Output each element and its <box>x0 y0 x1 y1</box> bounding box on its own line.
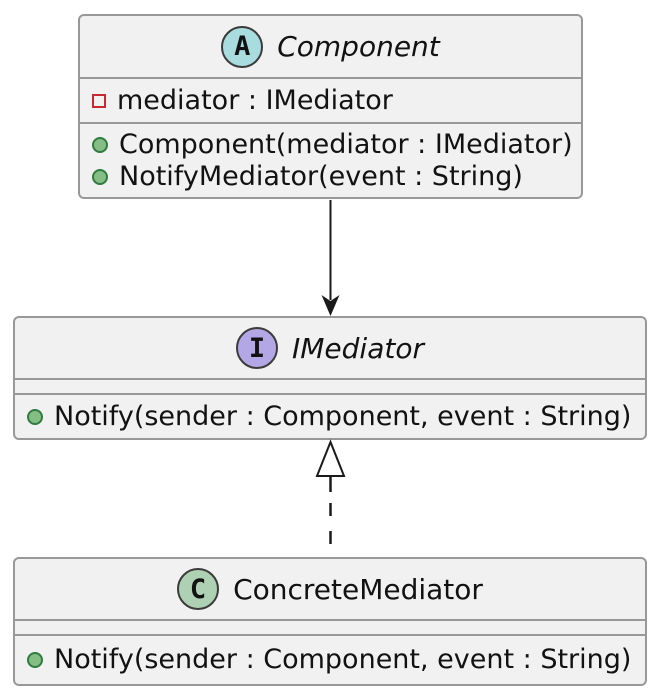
public-visibility-icon <box>27 408 43 425</box>
field-text: mediator : IMediator <box>117 84 393 116</box>
class-box-concretemediator: C ConcreteMediator Notify(sender : Compo… <box>13 557 647 686</box>
methods-compartment: Notify(sender : Component, event : Strin… <box>15 634 645 684</box>
public-visibility-icon <box>92 168 108 185</box>
filled-arrowhead-icon <box>321 295 340 316</box>
interface-icon: I <box>236 327 278 369</box>
class-icon: C <box>177 568 220 610</box>
interface-letter: I <box>248 332 266 364</box>
method-text: Notify(sender : Component, event : Strin… <box>54 644 632 675</box>
class-title-concretemediator: C ConcreteMediator <box>15 559 645 619</box>
method-row: NotifyMediator(event : String) <box>80 161 581 193</box>
method-text: NotifyMediator(event : String) <box>119 160 523 192</box>
public-visibility-icon <box>92 136 108 153</box>
class-box-component: A Component mediator : IMediator Compone… <box>78 14 583 199</box>
hollow-triangle-icon <box>315 439 346 477</box>
fields-compartment-empty <box>15 378 645 393</box>
method-row: Notify(sender : Component, event : Strin… <box>15 401 645 433</box>
fields-compartment: mediator : IMediator <box>80 77 581 122</box>
method-text: Notify(sender : Component, event : Strin… <box>54 400 632 432</box>
method-row: Component(mediator : IMediator) <box>80 129 581 161</box>
realization-arrow-concretemediator-to-imediator <box>315 439 346 556</box>
private-visibility-icon <box>92 93 106 108</box>
association-arrow-component-to-imediator <box>321 200 340 316</box>
class-name: Component <box>277 30 440 63</box>
methods-compartment: Notify(sender : Component, event : Strin… <box>15 393 645 438</box>
class-letter: C <box>189 573 207 605</box>
fields-compartment-empty <box>15 619 645 634</box>
class-title-component: A Component <box>80 16 581 77</box>
class-box-imediator: I IMediator Notify(sender : Component, e… <box>13 316 647 440</box>
abstract-letter: A <box>234 31 251 62</box>
abstract-class-icon: A <box>221 25 264 68</box>
class-title-imediator: I IMediator <box>15 318 645 378</box>
class-name: IMediator <box>292 331 424 365</box>
field-row: mediator : IMediator <box>80 85 581 117</box>
method-text: Component(mediator : IMediator) <box>119 128 573 160</box>
public-visibility-icon <box>27 652 43 668</box>
method-row: Notify(sender : Component, event : Strin… <box>15 644 645 676</box>
class-name: ConcreteMediator <box>233 572 483 606</box>
methods-compartment: Component(mediator : IMediator) NotifyMe… <box>80 122 581 197</box>
